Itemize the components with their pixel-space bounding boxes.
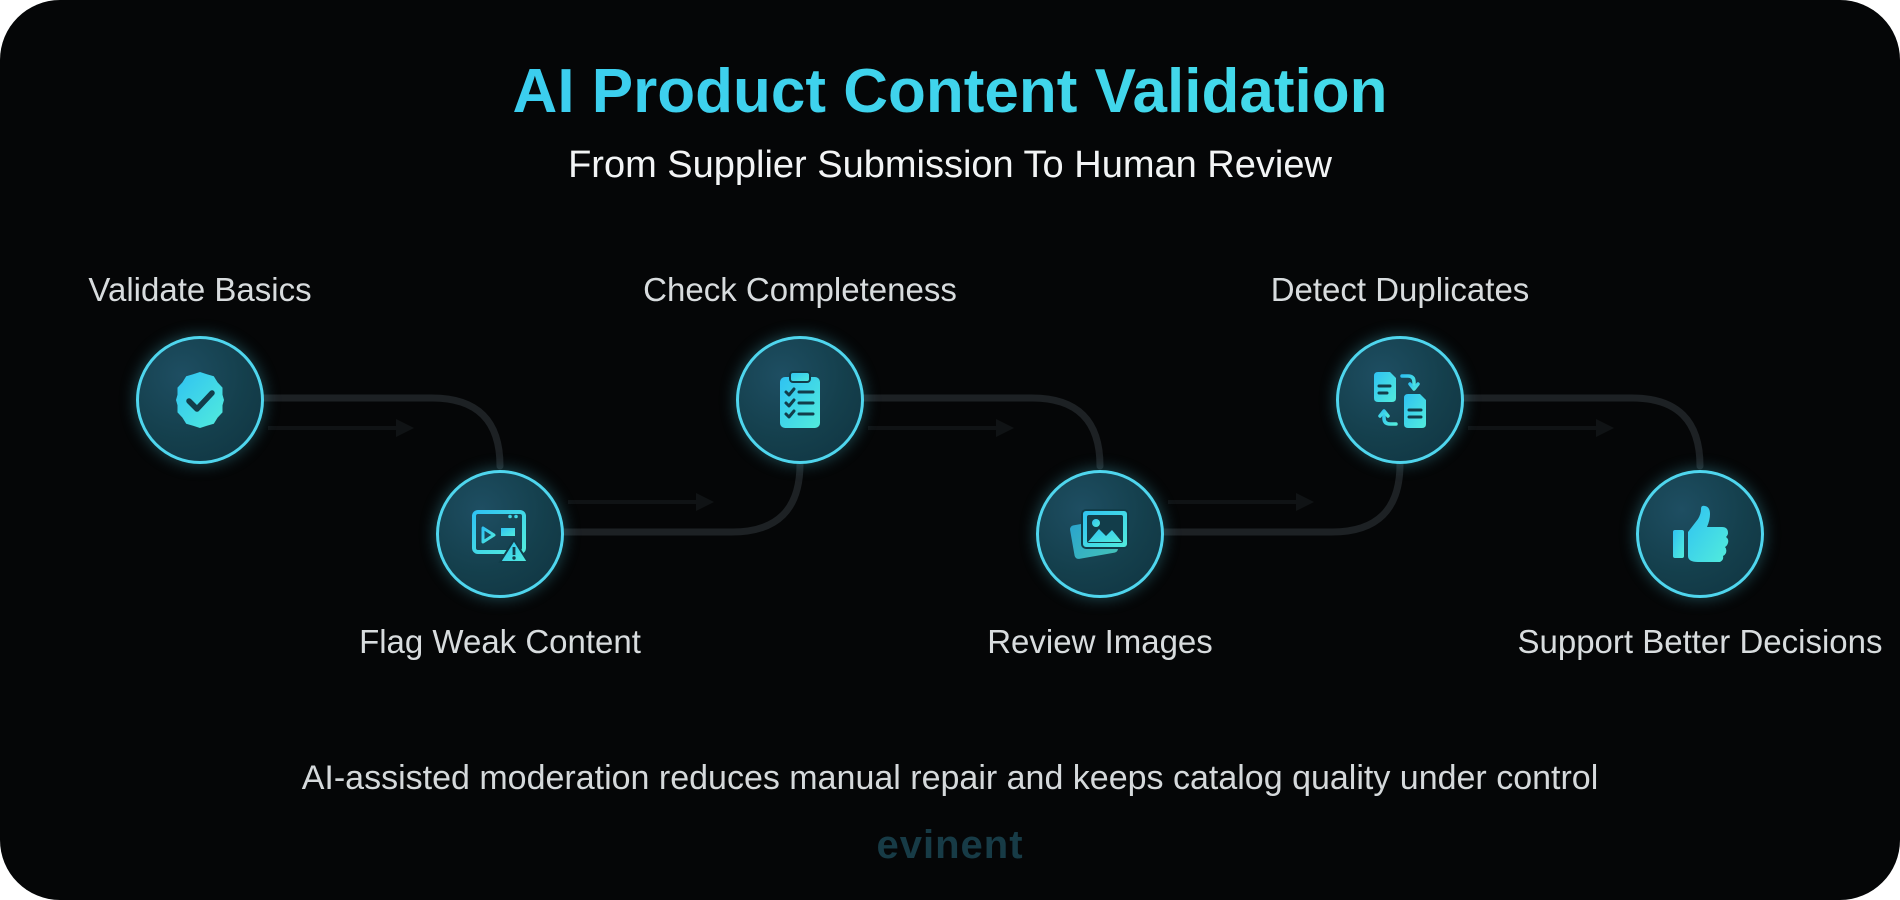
page-subtitle: From Supplier Submission To Human Review xyxy=(568,144,1332,186)
flow-arrow-head-2 xyxy=(696,493,714,511)
step-node xyxy=(1036,470,1164,598)
verified-badge-icon xyxy=(176,372,224,428)
step-review-images xyxy=(1036,470,1164,598)
flow-arrow-head-1 xyxy=(396,419,414,437)
step-label-review-images: Review Images xyxy=(987,623,1213,660)
step-node xyxy=(1336,336,1464,464)
step-label-validate-basics: Validate Basics xyxy=(88,271,312,308)
duplicate-files-icon xyxy=(1374,372,1426,428)
connector-1-2 xyxy=(258,394,504,470)
step-detect-duplicates xyxy=(1336,336,1464,464)
connector-2-3 xyxy=(558,460,804,536)
connector-4-5 xyxy=(1158,460,1404,536)
step-label-support-better-decisions: Support Better Decisions xyxy=(1517,623,1883,660)
step-node xyxy=(1636,470,1764,598)
step-label-detect-duplicates: Detect Duplicates xyxy=(1270,271,1530,308)
brand-logo: evinent xyxy=(876,823,1024,867)
step-check-completeness xyxy=(736,336,864,464)
clipboard-checklist-icon xyxy=(780,371,820,428)
step-node xyxy=(136,336,264,464)
step-label-flag-weak-content: Flag Weak Content xyxy=(359,623,641,660)
page-title: AI Product Content Validation xyxy=(0,52,1900,132)
flow-arrow-head-3 xyxy=(996,419,1014,437)
connector-3-4 xyxy=(858,394,1104,470)
step-support-better-decisions xyxy=(1636,470,1764,598)
step-node xyxy=(436,470,564,598)
connector-5-6 xyxy=(1458,394,1704,470)
flow-arrow-head-5 xyxy=(1596,419,1614,437)
step-label-check-completeness: Check Completeness xyxy=(643,271,957,308)
thumbs-up-icon xyxy=(1673,505,1729,562)
footer-caption: AI-assisted moderation reduces manual re… xyxy=(301,759,1599,797)
step-node xyxy=(736,336,864,464)
step-flag-weak-content xyxy=(436,470,564,598)
flow-arrow-head-4 xyxy=(1296,493,1314,511)
image-gallery-icon xyxy=(1070,509,1129,559)
step-validate-basics xyxy=(136,336,264,464)
content-warning-icon xyxy=(472,510,530,563)
